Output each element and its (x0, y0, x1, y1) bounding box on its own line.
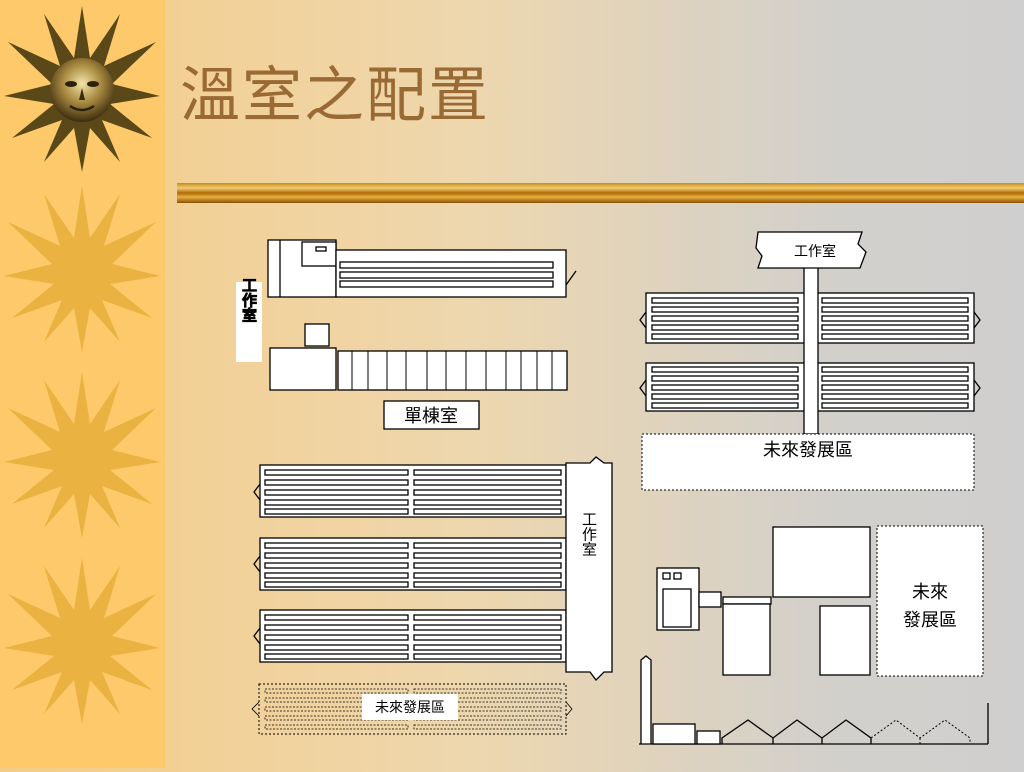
sun-face-icon (4, 6, 160, 172)
sun-icon (4, 186, 160, 352)
sidebar (0, 0, 165, 768)
single-house-label: 單棟室 (404, 406, 458, 427)
future-area (258, 683, 567, 735)
future-area-label-box (362, 694, 458, 720)
plan-elevation-layout: 未來 發展區 (639, 525, 989, 745)
title-divider (177, 183, 1024, 203)
single-house-layout: 工作室 單棟室 (236, 239, 577, 430)
future-area-label: 未來發展區 (763, 440, 853, 461)
central-corridor (803, 265, 819, 435)
page-title: 溫室之配置 (180, 61, 490, 131)
side-workroom-layout: 工作室 未來發展區 (251, 456, 613, 735)
greenhouse-plan (722, 603, 771, 676)
workroom-label-box (576, 526, 602, 608)
workroom-building (269, 347, 337, 391)
workroom-label-box (755, 231, 867, 269)
central-corridor-layout: 工作室 未來發展區 (639, 231, 981, 491)
workroom-label: 工作室 (580, 512, 598, 557)
future-area (876, 525, 984, 677)
future-area (641, 433, 975, 491)
sun-icon (4, 558, 160, 724)
elevation-view (639, 655, 989, 745)
workroom-label: 工作室 (240, 278, 258, 323)
single-house-label-box (383, 400, 480, 430)
greenhouse-plan (772, 526, 871, 598)
future-area-label: 未來發展區 (375, 700, 445, 716)
future-area-label: 未來 (912, 582, 948, 603)
workroom-label: 工作室 (794, 243, 836, 260)
sun-icon (4, 372, 160, 538)
workroom-label-box (236, 282, 262, 362)
greenhouse-bay (337, 350, 568, 391)
sun-decorations (4, 6, 160, 724)
greenhouse-plan (819, 605, 871, 676)
future-area-label: 發展區 (903, 610, 957, 631)
